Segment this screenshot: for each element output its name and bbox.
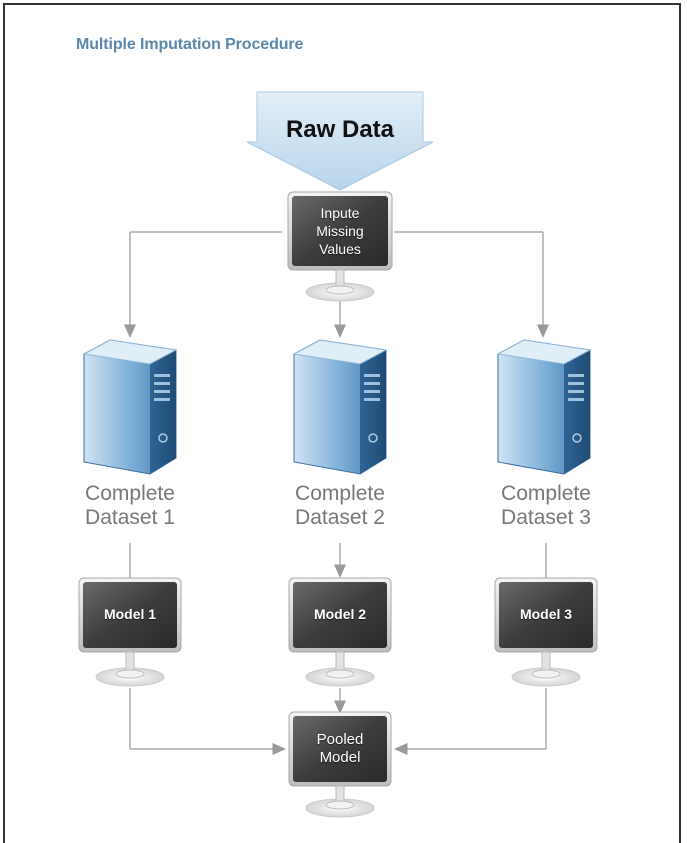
diagram-title: Multiple Imputation Procedure <box>76 36 304 53</box>
model-monitor <box>78 577 182 687</box>
raw-data-label: Raw Data <box>285 116 395 143</box>
pooled-label-line: Model <box>319 749 361 766</box>
model-monitor <box>288 577 392 687</box>
pooled-model-monitor <box>288 711 392 818</box>
impute-label-line: Values <box>319 241 361 257</box>
impute-label: Inpute Missing Values <box>292 204 388 258</box>
model-monitor <box>494 577 598 687</box>
pooled-label-line: Pooled <box>316 731 364 748</box>
dataset-label-line: Dataset 1 <box>85 506 175 529</box>
dataset-model-connectors <box>129 543 547 578</box>
dataset-label-line: Dataset 2 <box>295 506 385 529</box>
dataset-label-line: Complete <box>501 482 591 505</box>
server-icon <box>292 339 388 475</box>
dataset-label-line: Dataset 3 <box>501 506 591 529</box>
impute-missing-values-monitor <box>287 191 393 302</box>
model-pooled-connectors <box>129 688 547 755</box>
raw-data-arrow <box>246 91 434 191</box>
dataset-label-line: Complete <box>295 482 385 505</box>
server-icon <box>82 339 178 475</box>
impute-label-line: Inpute <box>320 205 360 221</box>
dataset-label-3: Complete Dataset 3 <box>466 482 626 530</box>
impute-label-line: Missing <box>316 223 364 239</box>
model-label-1: Model 1 <box>103 606 157 622</box>
dataset-label-2: Complete Dataset 2 <box>260 482 420 530</box>
dataset-label-line: Complete <box>85 482 175 505</box>
model-label-2: Model 2 <box>313 606 367 622</box>
pooled-label: Pooled Model <box>293 731 387 767</box>
dataset-label-1: Complete Dataset 1 <box>50 482 210 530</box>
model-label-3: Model 3 <box>519 606 573 622</box>
server-icon <box>496 339 592 475</box>
